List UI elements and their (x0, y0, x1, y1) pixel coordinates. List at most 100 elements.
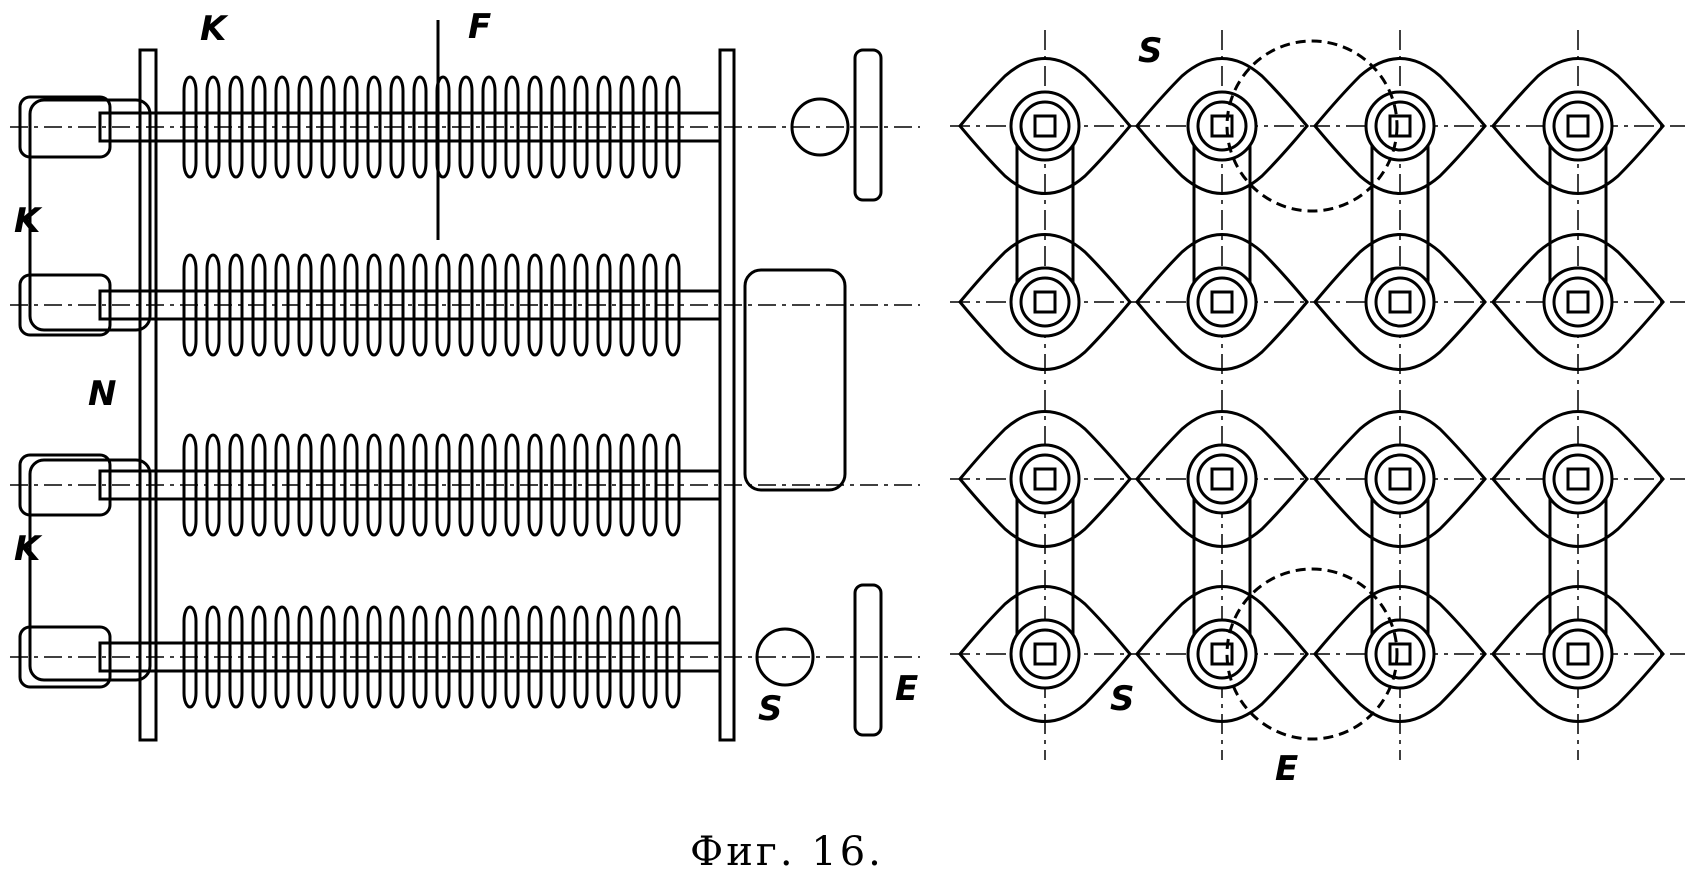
fin (573, 433, 589, 537)
fin (343, 253, 359, 357)
fin (504, 433, 520, 537)
fin (435, 605, 451, 709)
fin (389, 75, 405, 179)
fin (412, 253, 428, 357)
fin (596, 605, 612, 709)
label-s-top: S (1138, 31, 1163, 71)
fin (205, 605, 221, 709)
fin (274, 75, 290, 179)
pipe-section-top (790, 97, 850, 157)
fin (481, 433, 497, 537)
tube-square (1566, 642, 1590, 666)
tube-ring-inner (1019, 100, 1071, 152)
fin (619, 605, 635, 709)
tube-square (1388, 114, 1412, 138)
return-bend (743, 268, 847, 492)
fin (366, 433, 382, 537)
lobe-plate (1135, 57, 1309, 195)
fin (366, 605, 382, 709)
pipe-circle-bottom (1225, 567, 1399, 741)
front-view (950, 30, 1685, 760)
fin (665, 433, 681, 537)
tube-square (1388, 642, 1412, 666)
label-s-left: S (758, 689, 783, 729)
fin (596, 75, 612, 179)
fin (228, 253, 244, 357)
fin (205, 75, 221, 179)
pipe-circle-top (1225, 39, 1399, 213)
fin (596, 433, 612, 537)
tube-ring-inner (1374, 100, 1426, 152)
fin (573, 75, 589, 179)
label-n: N (88, 374, 116, 414)
fin (435, 433, 451, 537)
lobe-plate (958, 233, 1132, 371)
fin (366, 75, 382, 179)
tube-square (1033, 642, 1057, 666)
lobe-plate (1491, 57, 1665, 195)
fin (550, 605, 566, 709)
fin (573, 605, 589, 709)
tube-ring-inner (1374, 628, 1426, 680)
fin (366, 253, 382, 357)
fin (527, 75, 543, 179)
tube-ring-inner (1196, 276, 1248, 328)
plate-right (718, 48, 736, 742)
fin (297, 605, 313, 709)
lobe-plate (1135, 233, 1309, 371)
tube-square (1210, 642, 1234, 666)
lobe-plate (1313, 233, 1487, 371)
tube-square (1210, 114, 1234, 138)
fin (343, 433, 359, 537)
tube-square (1033, 114, 1057, 138)
lobe-plate (1135, 410, 1309, 548)
lobe-plate (958, 585, 1132, 723)
fin (251, 75, 267, 179)
lobe-plate (1135, 585, 1309, 723)
fin (527, 605, 543, 709)
collector-k-lower (28, 458, 152, 682)
fin (320, 75, 336, 179)
fin (412, 605, 428, 709)
fin (619, 253, 635, 357)
fin (274, 253, 290, 357)
fin (274, 433, 290, 537)
tube-ring-inner (1552, 100, 1604, 152)
fin (343, 605, 359, 709)
fin (389, 433, 405, 537)
label-k-top: K (200, 9, 229, 49)
pipe-section-s (755, 627, 815, 687)
fin (642, 433, 658, 537)
fin (665, 605, 681, 709)
figure-caption: Фиг. 16. (690, 829, 884, 875)
fin (389, 605, 405, 709)
fin (665, 253, 681, 357)
fin (228, 433, 244, 537)
fin (435, 253, 451, 357)
tube-ring-inner (1196, 628, 1248, 680)
tube-ring-inner (1019, 628, 1071, 680)
tube-ring-inner (1552, 628, 1604, 680)
lobe-plate (1491, 233, 1665, 371)
header-end (18, 273, 112, 337)
fin (320, 605, 336, 709)
plate-left (138, 48, 158, 742)
lobe-plate (1313, 585, 1487, 723)
lobe-plate (1313, 410, 1487, 548)
fin (320, 433, 336, 537)
label-k-left-upper: K (14, 201, 43, 241)
label-e-right: E (1275, 749, 1298, 789)
label-k-left-lower: K (14, 529, 43, 569)
label-e-left: E (895, 669, 918, 709)
tube-square (1566, 114, 1590, 138)
fin (205, 253, 221, 357)
tube-ring-inner (1019, 453, 1071, 505)
fin (182, 605, 198, 709)
fin (297, 75, 313, 179)
fin (665, 75, 681, 179)
fin (182, 433, 198, 537)
fin (251, 433, 267, 537)
flange-bottom (853, 583, 883, 737)
